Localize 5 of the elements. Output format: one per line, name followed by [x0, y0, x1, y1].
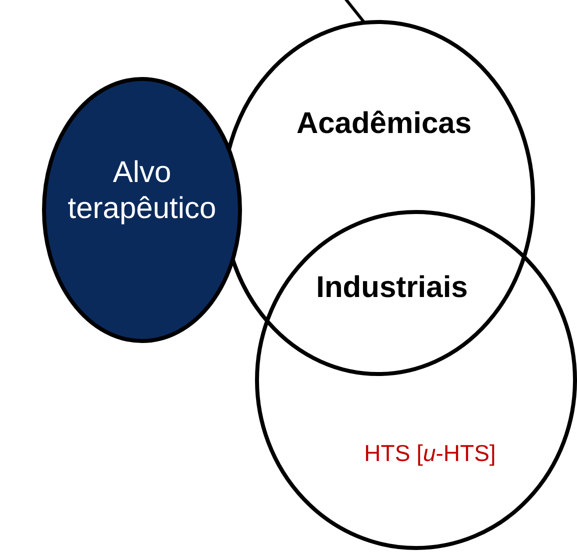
node-label: Alvo terapêutico — [66, 155, 218, 227]
node-label: HTS [u-HTS] — [363, 440, 497, 468]
overlap-label: Industriais — [315, 270, 469, 306]
node-label: Acadêmicas — [295, 106, 473, 142]
connector-line — [342, 0, 366, 24]
